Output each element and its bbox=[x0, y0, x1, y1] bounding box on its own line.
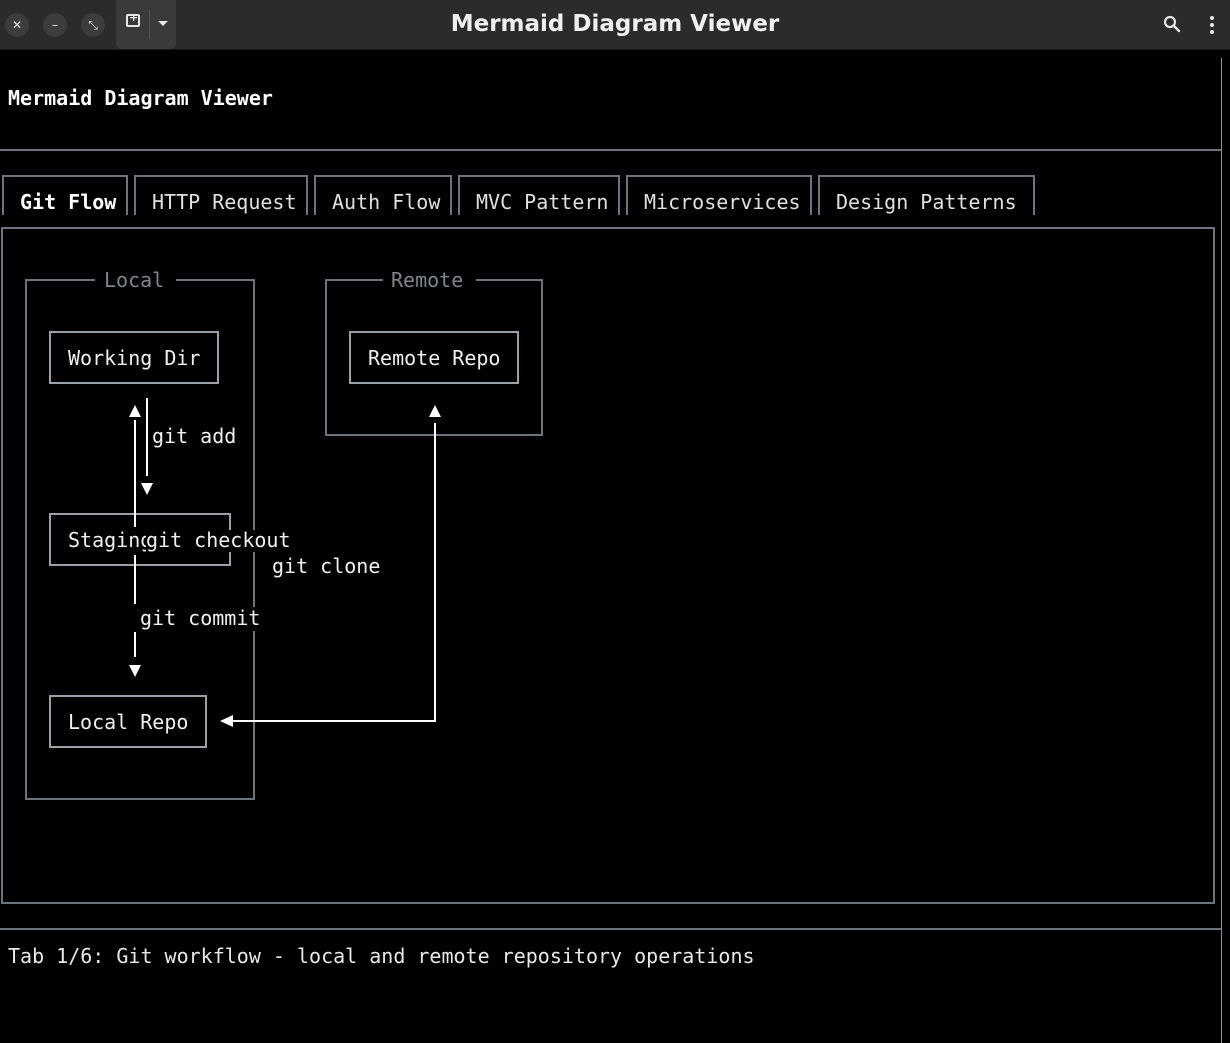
group-label-local: Local bbox=[104, 268, 164, 292]
edge-label-git-commit: git commit bbox=[140, 606, 260, 630]
status-divider bbox=[0, 928, 1221, 930]
arrowhead-down-icon bbox=[129, 665, 141, 677]
node-label-remote-repo: Remote Repo bbox=[368, 346, 500, 370]
edge-label-git-checkout: git checkout bbox=[146, 528, 291, 552]
edge-label-git-add: git add bbox=[152, 424, 236, 448]
arrowhead-left-icon bbox=[220, 715, 233, 727]
arrowhead-down-icon bbox=[141, 483, 153, 495]
group-label-remote: Remote bbox=[391, 268, 463, 292]
status-text: Tab 1/6: Git workflow - local and remote… bbox=[8, 944, 755, 968]
arrowhead-up-icon bbox=[429, 405, 441, 417]
arrowhead-up-icon bbox=[129, 405, 141, 417]
edge-label-git-clone: git clone bbox=[272, 554, 380, 578]
node-label-working-dir: Working Dir bbox=[68, 346, 200, 370]
node-label-local-repo: Local Repo bbox=[68, 710, 188, 734]
node-label-staging: Staging bbox=[68, 528, 152, 552]
